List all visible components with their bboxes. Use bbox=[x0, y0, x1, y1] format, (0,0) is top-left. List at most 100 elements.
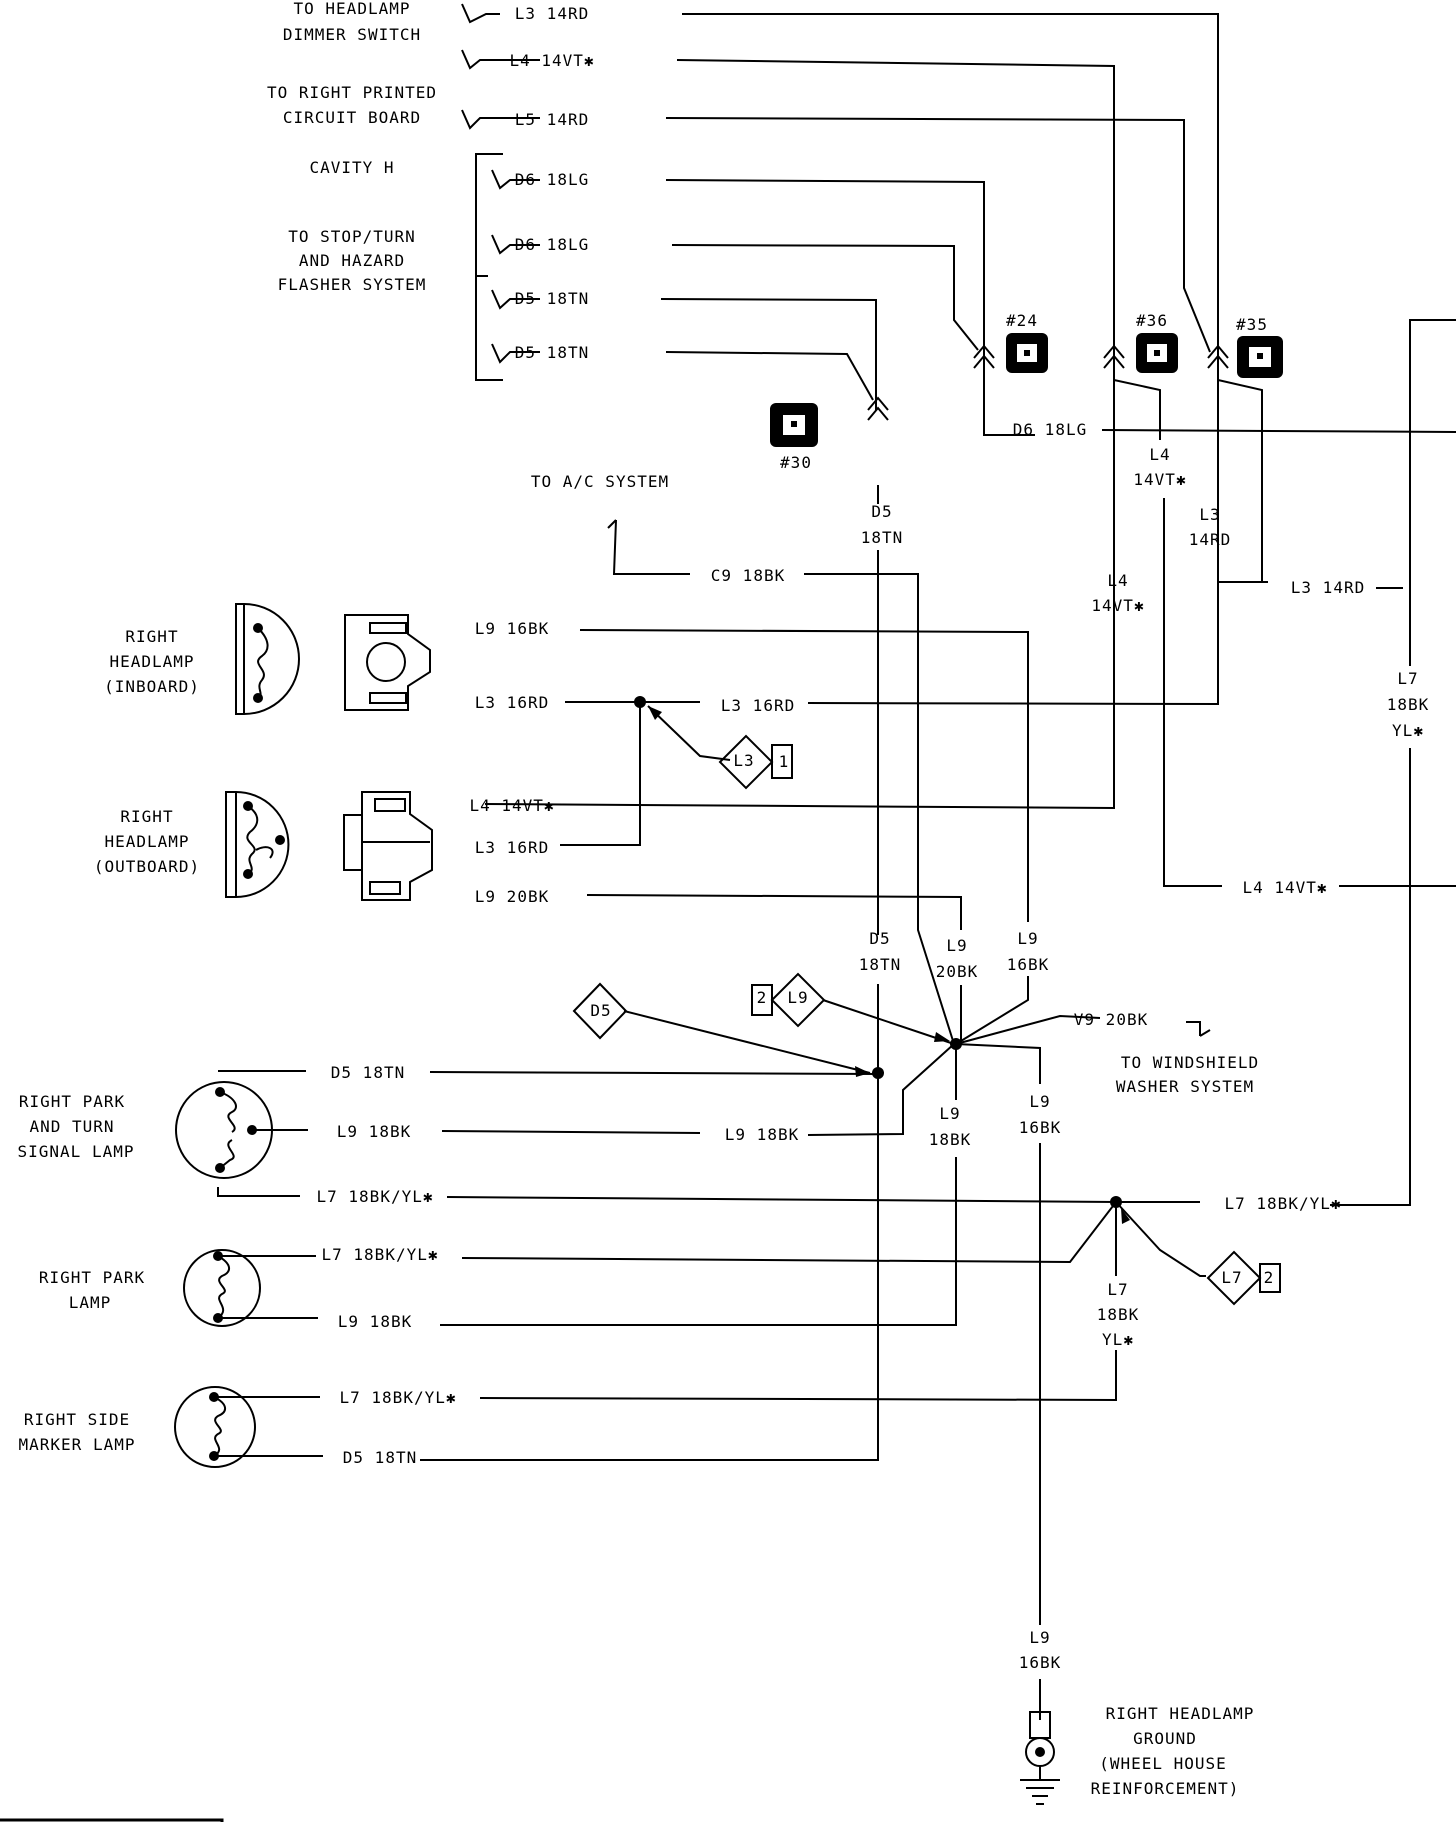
label-w-l9-16bk-v1-a: L9 bbox=[1017, 929, 1038, 948]
arrow-head bbox=[648, 706, 662, 720]
label-w-l9-20bk-v-a: L9 bbox=[946, 936, 967, 955]
wire-break-symbols bbox=[461, 3, 540, 364]
bottom-left-line bbox=[0, 1818, 224, 1822]
label-w-l9-18bk-v1-b: 18BK bbox=[929, 1130, 972, 1149]
label-w-l7-18bk-yl-v1-c: YL✱ bbox=[1392, 721, 1424, 740]
label-w-d6-18lg-a: D6 18LG bbox=[515, 170, 589, 189]
arrow-head bbox=[855, 1066, 870, 1077]
wire-d5-splice bbox=[623, 1010, 871, 1074]
label-w-l3-14rd-v-b: 14RD bbox=[1189, 530, 1232, 549]
connector-30 bbox=[770, 403, 818, 447]
label-right-park-l1: RIGHT PARK bbox=[39, 1268, 145, 1287]
label-stop-turn-l1: TO STOP/TURN bbox=[288, 227, 416, 246]
headlamp-inboard-icon bbox=[235, 603, 300, 715]
label-c30-label: #30 bbox=[780, 453, 812, 472]
label-to-washer-l2: WASHER SYSTEM bbox=[1116, 1077, 1254, 1096]
label-w-d6-18lg-c: D6 18LG bbox=[1013, 420, 1087, 439]
label-c35-label: #35 bbox=[1236, 315, 1268, 334]
label-w-l9-18bk-a: L9 18BK bbox=[337, 1122, 411, 1141]
connector-24 bbox=[1006, 333, 1048, 373]
label-to-right-pcb-l2: CIRCUIT BOARD bbox=[283, 108, 421, 127]
label-w-l3-14rd: L3 14RD bbox=[515, 4, 589, 23]
wire-d5-18tn-a bbox=[660, 298, 877, 410]
label-w-l9-18bk-v1-a: L9 bbox=[939, 1104, 960, 1123]
arrow-head bbox=[934, 1032, 950, 1042]
label-to-headlamp-dimmer-l1: TO HEADLAMP bbox=[294, 0, 411, 18]
label-w-d5-18tn-c: D5 18TN bbox=[331, 1063, 405, 1082]
label-w-d6-18lg-b: D6 18LG bbox=[515, 235, 589, 254]
wire-l4-36 bbox=[1113, 379, 1161, 440]
label-to-washer-l1: TO WINDSHIELD bbox=[1121, 1053, 1259, 1072]
headlamp-inboard-connector bbox=[344, 614, 431, 711]
splice-l7-2 bbox=[1206, 1250, 1281, 1306]
label-right-headlamp-inb-l3: (INBOARD) bbox=[104, 677, 200, 696]
label-w-l4-14vt-c: L4 14VT✱ bbox=[1242, 878, 1327, 897]
label-w-d5-18tn-v1-a: D5 bbox=[871, 502, 892, 521]
label-w-l3-14rd-v-a: L3 bbox=[1199, 505, 1220, 524]
label-w-v9-20bk: V9 20BK bbox=[1074, 1010, 1148, 1029]
label-w-l9-16bk-a: L9 16BK bbox=[475, 619, 549, 638]
label-c24-label: #24 bbox=[1006, 311, 1038, 330]
wire-c9-18bk bbox=[612, 519, 955, 1045]
break-symbol bbox=[461, 3, 500, 24]
label-ground-l1: RIGHT HEADLAMP bbox=[1106, 1704, 1255, 1723]
chevron-mark bbox=[973, 344, 995, 369]
label-w-l4-14vt-v1-a: L4 bbox=[1149, 445, 1170, 464]
wires bbox=[0, 13, 1456, 1822]
label-w-l7-18bk-yl-v2-a: L7 bbox=[1107, 1280, 1128, 1299]
wire-v9-20bk bbox=[955, 1014, 1101, 1045]
label-w-l7-18bk-yl-a: L7 18BK/YL✱ bbox=[317, 1187, 434, 1206]
label-w-l7-18bk-yl-b: L7 18BK/YL✱ bbox=[1225, 1194, 1342, 1213]
label-right-park-turn-l2: AND TURN bbox=[29, 1117, 114, 1136]
label-w-l3-16rd-a: L3 16RD bbox=[475, 693, 549, 712]
park-turn-lamp-icon bbox=[175, 1081, 273, 1179]
wire-l9-2-splice bbox=[822, 999, 955, 1045]
wire-park-turn-d5 bbox=[218, 1070, 879, 1075]
wire-washer-break bbox=[1186, 1021, 1211, 1037]
wire-l3-14rd-top bbox=[682, 13, 1268, 583]
wire-l7-vertical bbox=[479, 1202, 1117, 1402]
label-right-side-marker-l1: RIGHT SIDE bbox=[24, 1410, 130, 1429]
label-to-ac-system: TO A/C SYSTEM bbox=[531, 472, 669, 491]
label-w-l9-16bk-v3-a: L9 bbox=[1029, 1628, 1050, 1647]
label-right-headlamp-inb-l1: RIGHT bbox=[125, 627, 178, 646]
label-right-headlamp-out-l2: HEADLAMP bbox=[104, 832, 189, 851]
wire-l9-ground bbox=[955, 1043, 1041, 1720]
wire-l4-36-down bbox=[1163, 498, 1222, 887]
break-symbol bbox=[491, 234, 540, 255]
wire-l4-14vt-top bbox=[484, 59, 1115, 810]
label-right-side-marker-l2: MARKER LAMP bbox=[19, 1435, 136, 1454]
headlamp-outboard-connector bbox=[343, 791, 433, 901]
label-to-headlamp-dimmer-l2: DIMMER SWITCH bbox=[283, 25, 421, 44]
ground-icon bbox=[1020, 1711, 1060, 1805]
splice-dot bbox=[1110, 1196, 1122, 1208]
label-w-d5-18tn-v2-a: D5 bbox=[869, 929, 890, 948]
label-splice-l9-2-name: L9 bbox=[787, 988, 808, 1007]
label-right-headlamp-out-l3: (OUTBOARD) bbox=[94, 857, 200, 876]
chevron-mark bbox=[867, 396, 889, 421]
wire-l9-20bk bbox=[586, 894, 962, 1043]
splice-l9-2 bbox=[751, 972, 826, 1028]
wire-l3-35 bbox=[1217, 379, 1263, 582]
wire-l3-16rd-a bbox=[560, 701, 641, 846]
headlamp-outboard-icon bbox=[225, 791, 290, 898]
label-w-c9-18bk: C9 18BK bbox=[711, 566, 785, 585]
wire-d6-18lg-b bbox=[671, 244, 979, 351]
label-splice-d5-name: D5 bbox=[590, 1001, 611, 1020]
label-w-l9-18bk-c: L9 18BK bbox=[338, 1312, 412, 1331]
label-stop-turn-l2: AND HAZARD bbox=[299, 251, 405, 270]
arrow-heads bbox=[648, 706, 1130, 1224]
label-w-l9-16bk-v2-a: L9 bbox=[1029, 1092, 1050, 1111]
wire-l5-14rd bbox=[665, 117, 1211, 353]
wire-park-l7 bbox=[218, 1200, 1206, 1277]
label-w-l7-18bk-yl-v2-b: 18BK bbox=[1097, 1305, 1140, 1324]
chevron-mark bbox=[1103, 344, 1125, 369]
label-w-d5-18tn-a: D5 18TN bbox=[515, 289, 589, 308]
splice-d5 bbox=[572, 982, 628, 1040]
wire-d5-18tn-main bbox=[420, 485, 879, 1461]
break-symbol bbox=[461, 109, 540, 130]
label-stop-turn-l3: FLASHER SYSTEM bbox=[278, 275, 427, 294]
label-w-l9-20bk-v-b: 20BK bbox=[936, 962, 979, 981]
